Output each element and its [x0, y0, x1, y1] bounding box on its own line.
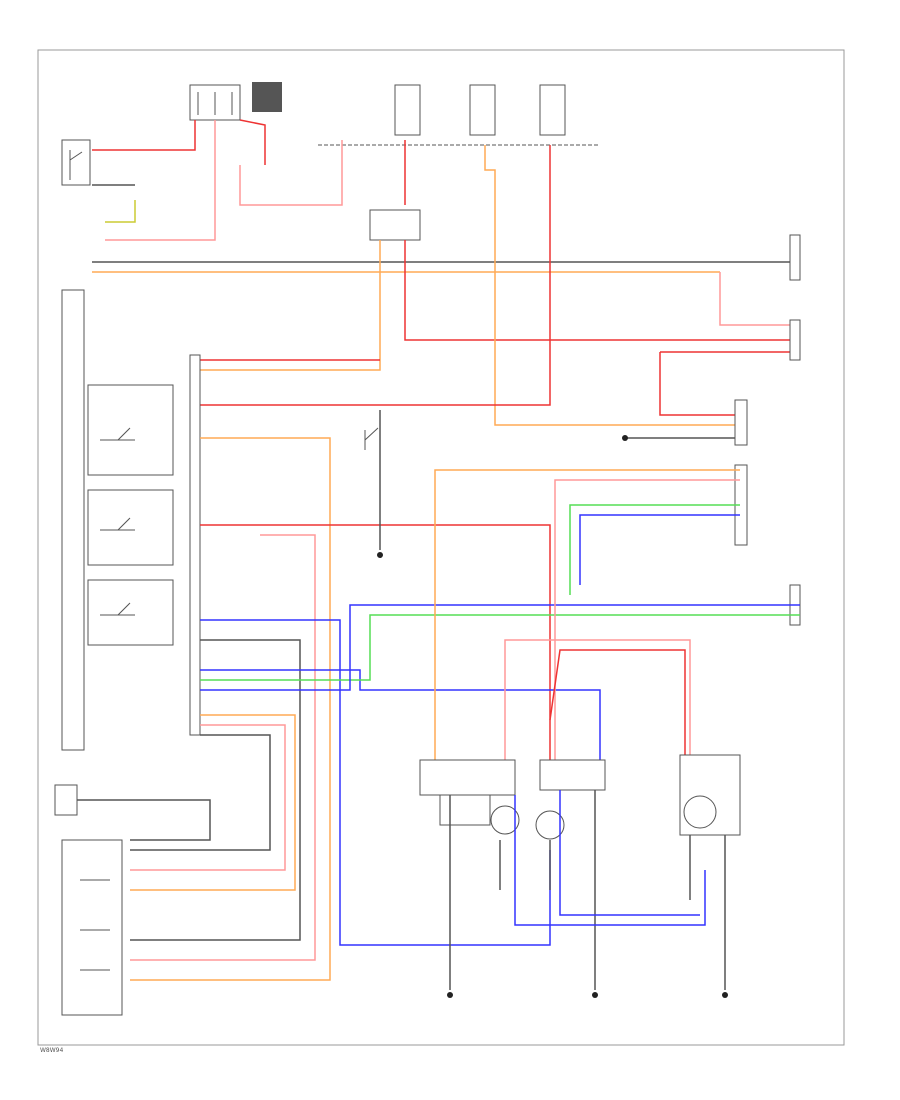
right-connectors [734, 234, 801, 626]
ground-icon [377, 435, 728, 998]
wires-middle [130, 410, 800, 981]
bottom-left-modules [54, 784, 211, 1016]
center-switch [364, 427, 379, 450]
window-motor-center [535, 759, 606, 840]
wires-bottom [449, 790, 726, 990]
figure-id: W8W94 [40, 1047, 64, 1054]
fuse-block [318, 84, 600, 146]
window-motor-right [679, 754, 741, 836]
relay-box-middle [369, 209, 421, 241]
window-motor-left [419, 759, 520, 835]
left-switch-panel [61, 289, 174, 751]
wires-top [92, 119, 800, 439]
left-connector [189, 354, 201, 736]
top-left-relay [189, 82, 282, 121]
top-left-switch [61, 139, 91, 186]
diagram-frame [37, 49, 845, 1046]
